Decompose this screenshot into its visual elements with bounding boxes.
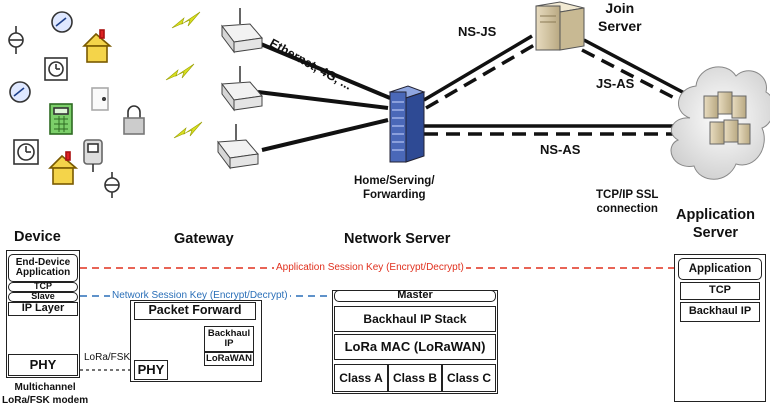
- house-icon: [48, 151, 79, 185]
- electric-meter-icon: [8, 26, 24, 54]
- ns-as-label: NS-AS: [540, 142, 581, 157]
- gateway-router-icon: [217, 124, 259, 170]
- clock-icon: [13, 139, 39, 165]
- network-server-column-title: Network Server: [344, 231, 451, 247]
- ns-class-b: Class B: [388, 364, 442, 392]
- tcp-ip-ssl-label: TCP/IP SSL connection: [596, 189, 659, 216]
- gateway-router-icon: [221, 8, 263, 54]
- network-server-rack-icon: [388, 85, 426, 163]
- join-server-label: Join Server: [598, 0, 642, 34]
- clock-icon: [44, 57, 68, 81]
- padlock-icon: [123, 105, 145, 135]
- gateway-packet-forward-layer: Packet Forward: [134, 302, 256, 320]
- device-slave-layer: Slave: [8, 292, 78, 302]
- parking-meter-icon: [83, 139, 103, 172]
- ns-js-label: NS-JS: [458, 24, 497, 39]
- electric-meter-icon: [104, 172, 120, 198]
- gateway-column-title: Gateway: [174, 231, 234, 247]
- js-as-link: [581, 38, 691, 106]
- house-icon: [82, 29, 113, 63]
- application-server-cloud-icon: [670, 66, 770, 180]
- gauge-icon: [9, 81, 31, 103]
- as-tcp-layer: TCP: [680, 282, 760, 300]
- ns-backhaul-layer: Backhaul IP Stack: [334, 306, 496, 332]
- gateway-backhaul-links: [255, 40, 391, 152]
- gateway-phy-layer: PHY: [134, 360, 168, 380]
- keypad-icon: [49, 103, 73, 135]
- app-session-key-label: Application Session Key (Encrypt/Decrypt…: [274, 262, 466, 273]
- door-sensor-icon: [91, 87, 109, 111]
- ns-master-layer: Master: [334, 289, 496, 302]
- network-session-key-label: Network Session Key (Encrypt/Decrypt): [110, 290, 290, 301]
- network-hub-label: Home/Serving/ Forwarding: [354, 175, 435, 202]
- device-icons: [8, 11, 145, 198]
- gateway-router-icon: [221, 66, 263, 112]
- application-server-column-title: Application Server: [676, 207, 755, 242]
- as-backhaul-layer: Backhaul IP: [680, 302, 760, 322]
- js-as-label: JS-AS: [596, 76, 635, 91]
- as-application-layer: Application: [678, 258, 762, 280]
- ns-class-a: Class A: [334, 364, 388, 392]
- device-phy-layer: PHY: [8, 354, 78, 376]
- gateway-backhaul-ip-layer: Backhaul IP: [204, 326, 254, 352]
- gauge-icon: [51, 11, 73, 33]
- device-tcp-layer: TCP: [8, 282, 78, 292]
- ns-js-link: [423, 34, 537, 110]
- ns-class-c: Class C: [442, 364, 496, 392]
- radio-link-label: LoRa/FSK: [84, 352, 131, 363]
- device-ip-layer: IP Layer: [8, 302, 78, 316]
- gateway-lorawan-layer: LoRaWAN: [204, 352, 254, 366]
- join-server-icon: [535, 1, 585, 51]
- ns-as-link: [424, 124, 680, 136]
- device-modem-caption: Multichannel LoRa/FSK modem: [2, 382, 89, 406]
- radio-link-lightning-icons: [165, 11, 203, 139]
- ns-mac-layer: LoRa MAC (LoRaWAN): [334, 334, 496, 360]
- device-column-title: Device: [14, 229, 61, 245]
- device-app-layer: End-Device Application: [8, 254, 78, 282]
